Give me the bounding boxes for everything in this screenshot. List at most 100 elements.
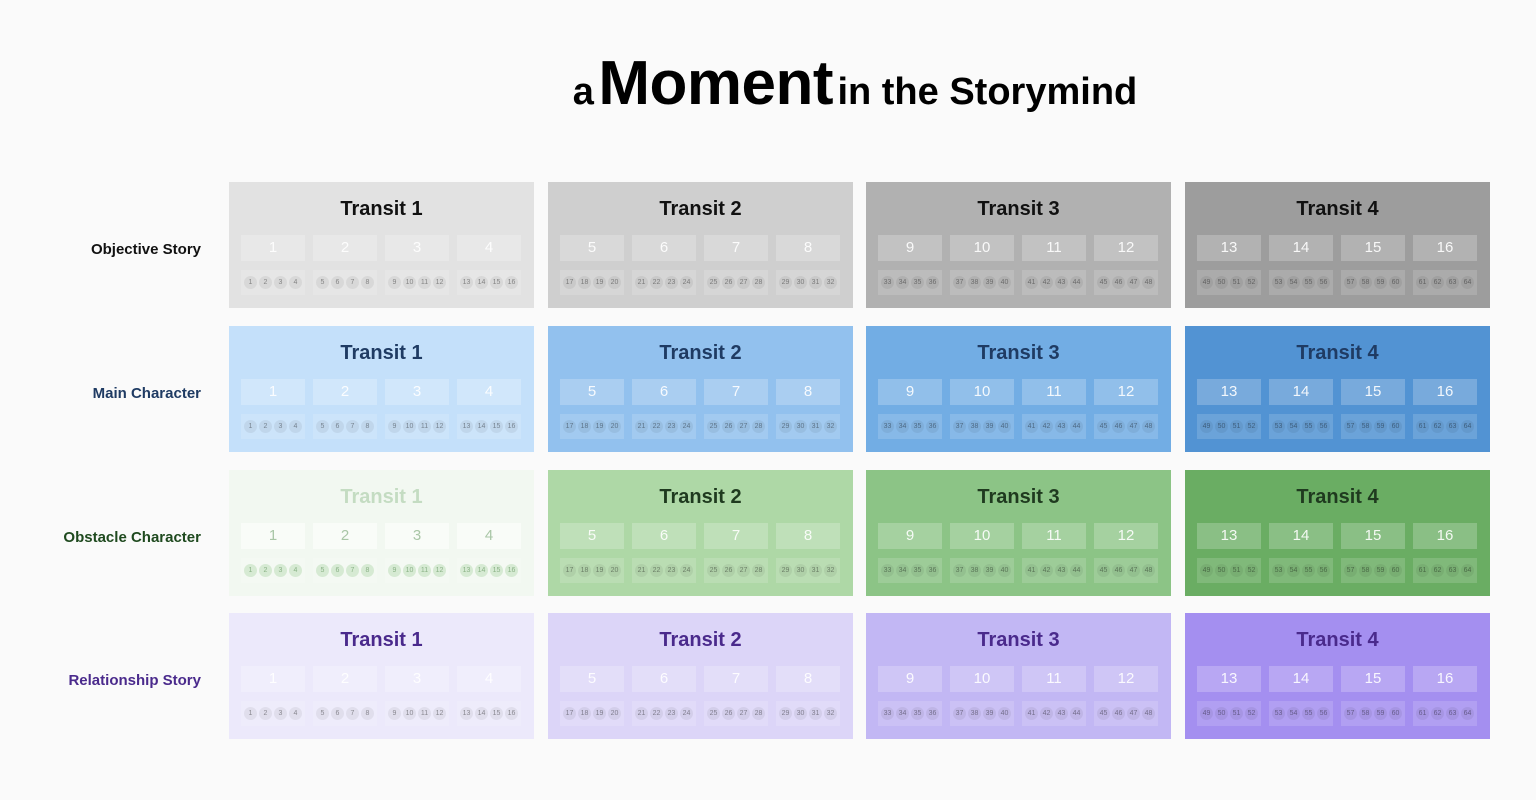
event-dot: 25: [707, 707, 720, 720]
event-dot: 54: [1287, 564, 1300, 577]
event-dot: 13: [460, 276, 473, 289]
event-dot: 29: [779, 420, 792, 433]
sequence-cell: 7: [704, 666, 768, 692]
event-dot: 6: [331, 420, 344, 433]
transit-title: Transit 2: [659, 198, 742, 220]
transit-title: Transit 1: [340, 342, 423, 364]
event-dot: 59: [1374, 276, 1387, 289]
event-dot: 64: [1461, 276, 1474, 289]
event-dot: 50: [1215, 276, 1228, 289]
event-dot: 51: [1230, 276, 1243, 289]
event-dot: 4: [289, 564, 302, 577]
event-dot: 4: [289, 276, 302, 289]
event-dot: 36: [926, 276, 939, 289]
event-dot: 37: [953, 564, 966, 577]
event-dot: 48: [1142, 420, 1155, 433]
sequence-cell: 10: [950, 235, 1014, 261]
sequence-cell: 10: [950, 379, 1014, 405]
event-dot: 57: [1344, 564, 1357, 577]
event-dot: 5: [316, 564, 329, 577]
event-dot: 21: [635, 420, 648, 433]
event-dot: 49: [1200, 564, 1213, 577]
transit-title: Transit 4: [1296, 629, 1379, 651]
event-dot: 60: [1389, 276, 1402, 289]
event-dot: 31: [809, 707, 822, 720]
sequence-cell: 4: [457, 379, 521, 405]
transit-title: Transit 1: [340, 486, 423, 508]
event-dot: 63: [1446, 420, 1459, 433]
event-dot: 59: [1374, 420, 1387, 433]
event-dot: 3: [274, 276, 287, 289]
sequence-cell: 13: [1197, 666, 1261, 692]
event-dot: 12: [433, 707, 446, 720]
event-dot: 21: [635, 707, 648, 720]
event-dot: 33: [881, 564, 894, 577]
sequence-cell: 13: [1197, 235, 1261, 261]
sequence-cell: 6: [632, 523, 696, 549]
event-dot: 46: [1112, 707, 1125, 720]
sequence-cell: 14: [1269, 235, 1333, 261]
event-dot: 32: [824, 707, 837, 720]
sequence-cell: 11: [1022, 379, 1086, 405]
sequence-cell: 16: [1413, 523, 1477, 549]
event-dot: 44: [1070, 707, 1083, 720]
sequence-cell: 2: [313, 235, 377, 261]
event-dot: 61: [1416, 420, 1429, 433]
event-dot: 40: [998, 276, 1011, 289]
event-dot: 35: [911, 276, 924, 289]
sequence-cell: 3: [385, 523, 449, 549]
event-dot: 13: [460, 420, 473, 433]
event-dot: 50: [1215, 564, 1228, 577]
event-dot: 9: [388, 420, 401, 433]
title-suffix: in the Storymind: [837, 71, 1138, 113]
event-dot: 53: [1272, 564, 1285, 577]
event-dot: 51: [1230, 707, 1243, 720]
sequence-cell: 4: [457, 235, 521, 261]
event-dot: 4: [289, 420, 302, 433]
sequence-cell: 5: [560, 235, 624, 261]
event-dot: 19: [593, 707, 606, 720]
event-dot: 61: [1416, 707, 1429, 720]
event-dot: 64: [1461, 420, 1474, 433]
sequence-cell: 5: [560, 379, 624, 405]
event-dot: 22: [650, 707, 663, 720]
event-dot: 36: [926, 420, 939, 433]
sequence-cell: 15: [1341, 235, 1405, 261]
event-dot: 47: [1127, 564, 1140, 577]
event-dot: 24: [680, 276, 693, 289]
event-dot: 64: [1461, 564, 1474, 577]
event-dot: 6: [331, 707, 344, 720]
event-dot: 37: [953, 420, 966, 433]
sequence-cell: 8: [776, 666, 840, 692]
event-dot: 14: [475, 564, 488, 577]
event-dot: 11: [418, 707, 431, 720]
event-dot: 50: [1215, 420, 1228, 433]
sequence-cell: 13: [1197, 523, 1261, 549]
event-dot: 1: [244, 276, 257, 289]
event-dot: 44: [1070, 564, 1083, 577]
event-dot: 62: [1431, 564, 1444, 577]
event-dot: 19: [593, 564, 606, 577]
